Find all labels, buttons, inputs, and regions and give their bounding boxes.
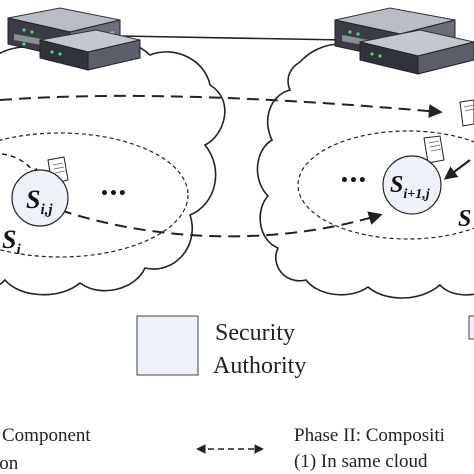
ellipsis-right: ••• — [340, 173, 367, 189]
server-link-line — [119, 35, 346, 41]
legend-bottom-left-label: ion — [0, 453, 19, 474]
cloud-right-label-partial: S — [458, 206, 471, 232]
service-group-left — [0, 132, 189, 258]
service-node-left-label: Si,j — [26, 185, 53, 218]
security-authority-label-line1: Security — [215, 320, 295, 346]
document-icon — [459, 99, 474, 127]
security-authority-swatch — [136, 315, 199, 376]
dashed-arrow-icon — [59, 209, 383, 238]
cloud-icon — [0, 38, 226, 296]
service-node-right — [382, 155, 442, 215]
dashed-arrow-icon — [443, 159, 471, 180]
ellipsis-left: ••• — [100, 186, 127, 202]
legend-phase2-line1: Phase II: Compositi — [294, 425, 445, 446]
legend-component-label: Component — [2, 425, 91, 446]
cloud-left-label: Si — [2, 225, 21, 258]
legend-partial-swatch — [468, 315, 474, 340]
dashed-arrow-icon — [0, 94, 443, 119]
service-node-right-label: Si+1,j — [390, 172, 430, 202]
cloud-icon — [256, 41, 474, 299]
document-icon — [423, 135, 445, 164]
server-rack-icon — [334, 7, 474, 75]
security-authority-label-line2: Authority — [213, 353, 306, 379]
service-node-left — [11, 169, 69, 227]
server-rack-icon — [7, 7, 141, 71]
legend-phase2-line2: (1) In same cloud — [294, 451, 428, 472]
